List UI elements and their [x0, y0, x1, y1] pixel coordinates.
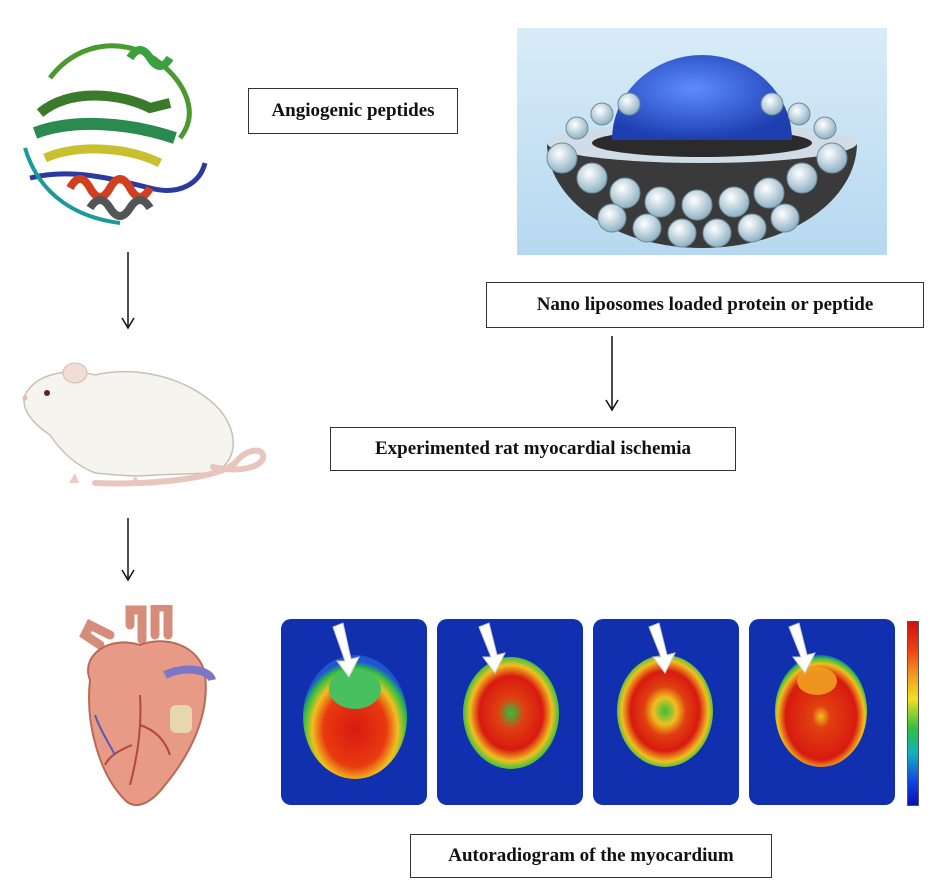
angiogenic-peptides-label: Angiogenic peptides	[248, 88, 458, 134]
autoradiogram-panel	[281, 619, 427, 805]
heat-colorbar-icon	[907, 621, 919, 806]
ischemia-label: Experimented rat myocardial ischemia	[330, 427, 736, 471]
autoradiogram-panel	[749, 619, 895, 805]
arrow-down-icon	[605, 336, 619, 412]
autoradiogram-label: Autoradiogram of the myocardium	[410, 834, 772, 878]
rat-icon	[22, 362, 266, 487]
autoradiogram-panel	[437, 619, 583, 805]
autoradiogram-panel	[593, 619, 739, 805]
protein-structure-icon	[23, 43, 208, 225]
nano-liposomes-label: Nano liposomes loaded protein or peptide	[486, 282, 924, 328]
heart-icon	[79, 605, 216, 806]
liposome-image	[517, 28, 887, 255]
nano-liposome-icon	[546, 55, 857, 248]
arrow-down-icon	[121, 518, 135, 582]
arrow-down-icon	[121, 252, 135, 330]
